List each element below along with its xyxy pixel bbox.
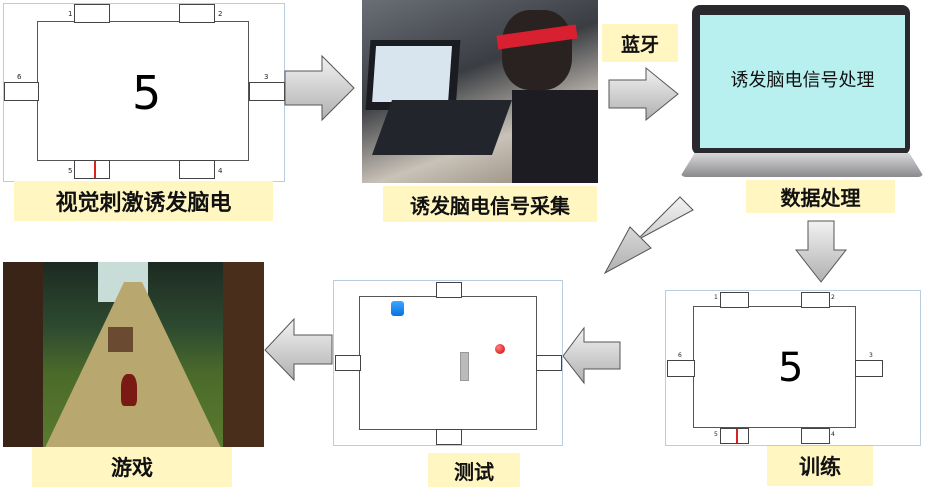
target-3 [249,82,285,101]
stimulus-area [37,21,249,161]
target-num: 6 [678,352,682,359]
target-num: 2 [218,10,223,18]
cursor-square [391,301,404,316]
target-4 [179,160,215,179]
target-num: 3 [869,352,873,359]
arrow-down-left-icon [603,196,694,275]
arrow-left-icon [264,317,333,382]
arrow-down-icon [794,220,848,283]
target-2 [179,4,215,23]
testing-area [359,296,537,430]
target-5 [74,160,110,179]
target-num: 4 [831,431,835,438]
target-num: 4 [218,167,223,175]
testing-panel [333,280,563,446]
target-6 [4,82,39,101]
target-3 [855,360,883,377]
label-visual-stimulus: 视觉刺激诱发脑电 [14,181,273,221]
training-digit: 5 [778,345,804,391]
target-num: 6 [17,73,22,81]
target-bottom [436,429,462,445]
visual-stimulus-panel: 1 2 3 4 5 6 5 [3,3,285,182]
training-panel: 1 2 3 4 5 6 5 [665,290,921,446]
arrow-left-icon [562,326,621,385]
arrow-right-icon [608,66,679,122]
target-2 [801,292,830,308]
arrow-right-icon [284,54,355,122]
target-top [436,282,462,298]
ball [495,344,505,354]
target-num: 5 [68,167,73,175]
label-signal-acquisition: 诱发脑电信号采集 [383,186,597,222]
target-left [335,355,361,371]
label-game: 游戏 [32,447,232,487]
screen-text: 诱发脑电信号处理 [730,69,875,91]
label-training: 训练 [767,446,873,486]
target-5 [720,428,749,444]
label-bluetooth: 蓝牙 [602,24,678,62]
target-right [536,355,562,371]
target-num: 1 [714,294,718,301]
target-num: 5 [714,431,718,438]
laptop-screen: 诱发脑电信号处理 [700,15,905,148]
laptop: 诱发脑电信号处理 [680,5,924,180]
target-6 [667,360,695,377]
target-num: 2 [831,294,835,301]
label-testing: 测试 [428,453,520,487]
target-num: 3 [264,73,269,81]
target-1 [720,292,749,308]
game-screenshot [3,262,264,447]
eeg-acquisition-photo [362,0,598,183]
target-1 [74,4,110,23]
stimulus-digit: 5 [132,66,162,120]
target-num: 1 [68,10,73,18]
label-data-processing: 数据处理 [746,180,895,213]
paddle [460,352,469,381]
training-area [693,306,856,428]
target-4 [801,428,830,444]
